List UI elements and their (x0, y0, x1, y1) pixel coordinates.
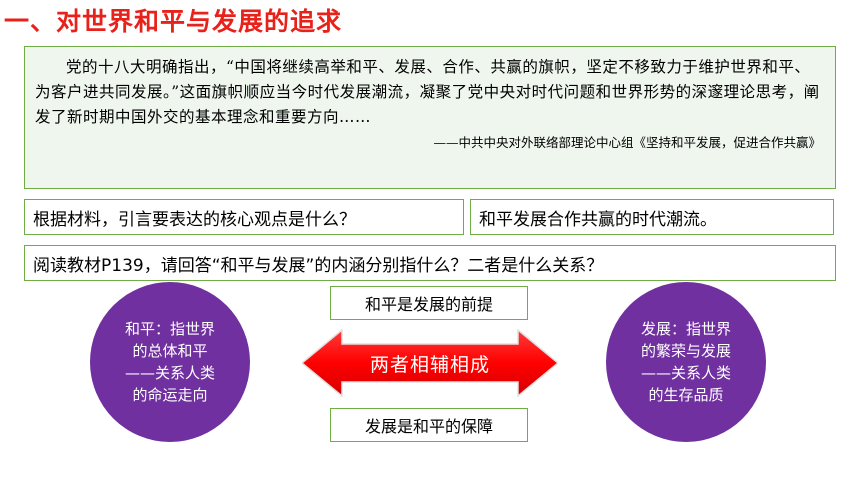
question-1: 根据材料，引言要表达的核心观点是什么？ (24, 199, 464, 235)
quote-source: ——中共中央对外联络部理论中心组《坚持和平发展，促进合作共赢》 (433, 135, 821, 150)
development-circle-text: 发展：指世界的繁荣与发展——关系人类的生存品质 (640, 320, 731, 404)
double-arrow (302, 328, 558, 398)
answer-1-text: 和平发展合作共赢的时代潮流。 (479, 209, 717, 230)
peace-circle: 和平：指世界的总体和平——关系人类的命运走向 (90, 282, 250, 442)
question-2-text: 阅读教材P139，请回答“和平与发展”的内涵分别指什么？二者是什么关系？ (33, 255, 604, 276)
question-1-text: 根据材料，引言要表达的核心观点是什么？ (33, 209, 356, 230)
guarantee-text: 发展是和平的保障 (364, 417, 493, 436)
question-2: 阅读教材P139，请回答“和平与发展”的内涵分别指什么？二者是什么关系？ (24, 245, 836, 281)
page-title: 一、对世界和平与发展的追求 (4, 7, 343, 36)
double-arrow-label: 两者相辅相成 (369, 353, 490, 376)
peace-circle-text: 和平：指世界的总体和平——关系人类的命运走向 (124, 320, 215, 404)
answer-1: 和平发展合作共赢的时代潮流。 (470, 199, 834, 235)
premise-box: 和平是发展的前提 (330, 286, 528, 320)
guarantee-box: 发展是和平的保障 (330, 408, 528, 442)
quote-text: 党的十八大明确指出，“中国将继续高举和平、发展、合作、共赢的旗帜，坚定不移致力于… (35, 58, 820, 126)
premise-text: 和平是发展的前提 (364, 295, 493, 314)
double-arrow-shape (302, 328, 558, 398)
development-circle: 发展：指世界的繁荣与发展——关系人类的生存品质 (606, 282, 766, 442)
quote-box: 党的十八大明确指出，“中国将继续高举和平、发展、合作、共赢的旗帜，坚定不移致力于… (24, 46, 836, 189)
